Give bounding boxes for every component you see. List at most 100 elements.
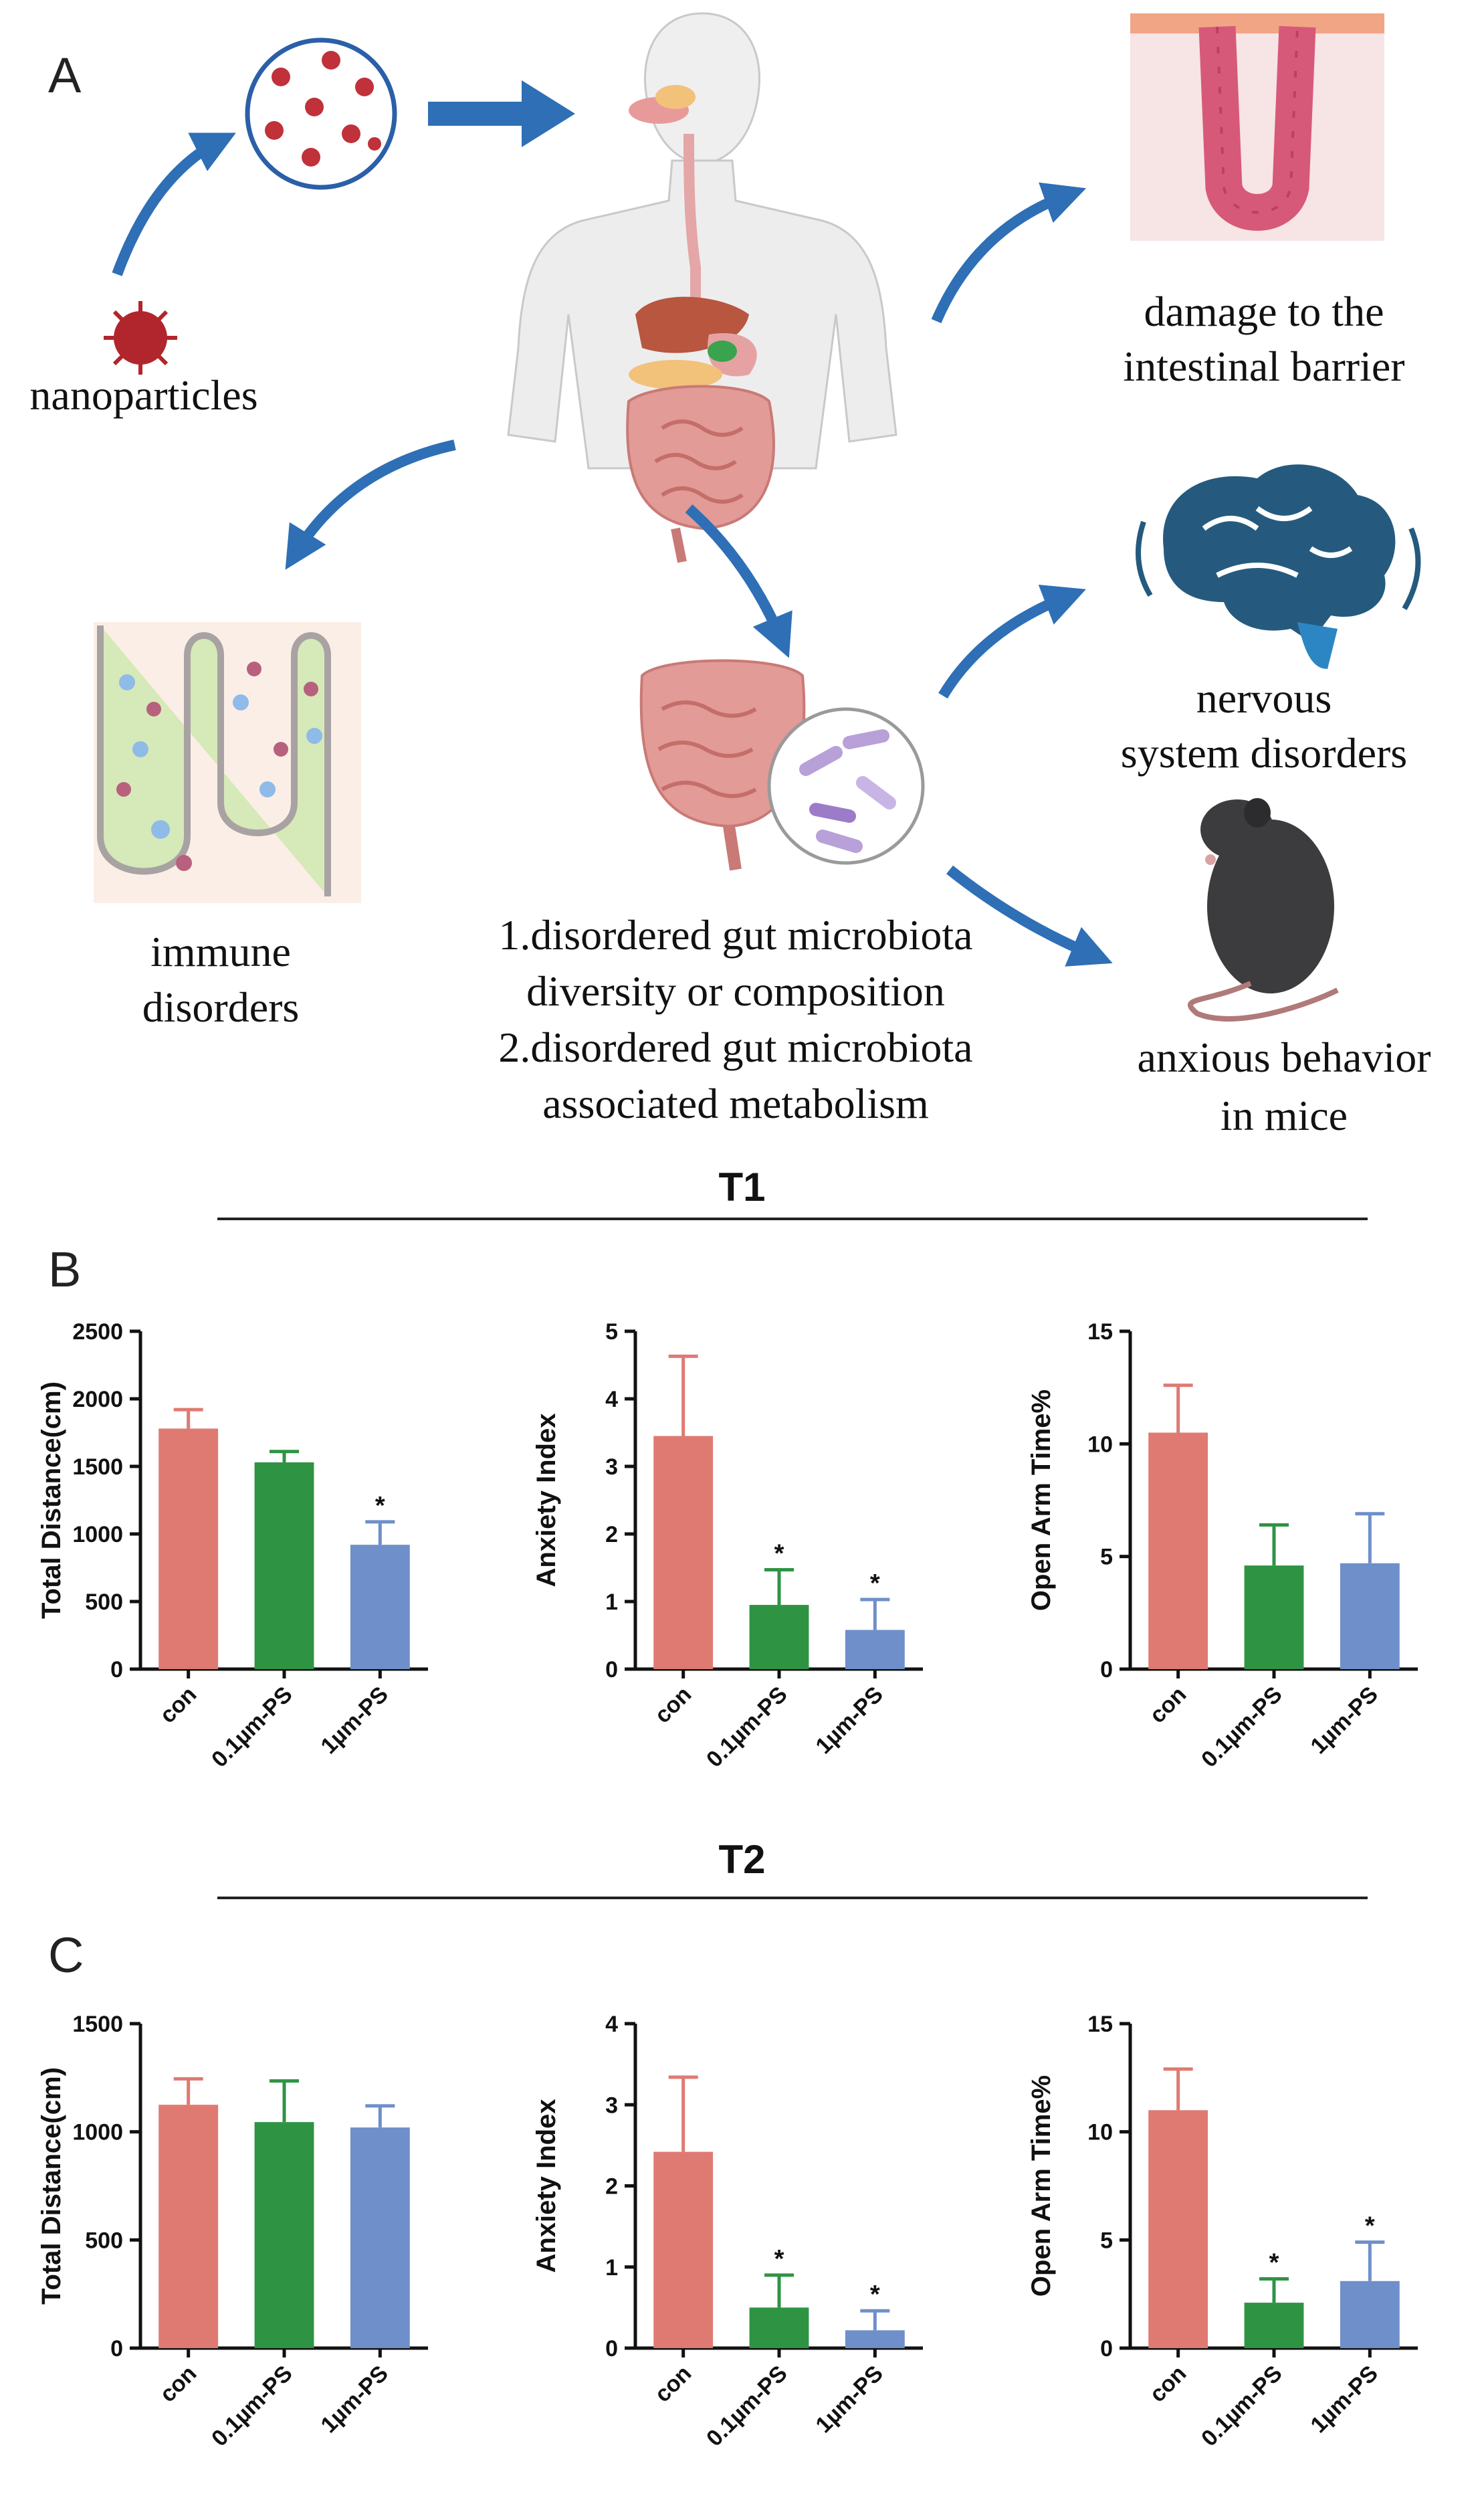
- label-barrier-line2: intestinal barrier: [1123, 343, 1405, 390]
- y-tick-label: 1: [605, 2255, 618, 2281]
- x-tick-label: 0.1µm-PS: [207, 1682, 298, 1773]
- label-microbiota-line1: 1.disordered gut microbiota: [498, 911, 973, 959]
- arrow-to-particles-icon: [112, 132, 236, 276]
- x-tick-label: 1µm-PS: [811, 2361, 888, 2438]
- y-tick-label: 0: [1100, 2336, 1113, 2361]
- label-microbiota-line2: diversity or composition: [526, 967, 945, 1015]
- bar: [845, 2330, 905, 2348]
- bar: [845, 1630, 905, 1669]
- x-tick-label: con: [155, 1682, 202, 1729]
- y-tick-label: 4: [605, 1387, 618, 1412]
- y-axis-label: Anxiety Index: [532, 1413, 561, 1587]
- y-tick-label: 1500: [72, 1454, 123, 1480]
- panel-a-letter: A: [48, 47, 82, 103]
- y-tick-label: 500: [85, 1589, 123, 1615]
- label-anxious-line2: in mice: [1220, 1092, 1348, 1139]
- y-axis-label: Total Distance(cm): [37, 1381, 66, 1619]
- label-nervous-line1: nervous: [1196, 674, 1332, 722]
- x-tick-label: 1µm-PS: [1305, 1682, 1383, 1759]
- label-immune-line2: disorders: [142, 983, 300, 1031]
- panel-b-divider: [217, 1218, 1368, 1220]
- y-tick-label: 15: [1087, 1319, 1113, 1345]
- intestine-microbiota-icon: [639, 659, 925, 871]
- intestinal-barrier-icon: [1130, 13, 1384, 241]
- y-tick-label: 5: [605, 1319, 618, 1345]
- y-tick-label: 2500: [72, 1319, 123, 1345]
- bar: [1244, 1565, 1304, 1669]
- bar: [350, 2127, 410, 2348]
- nanoparticle-icon: [104, 301, 177, 375]
- villi-immune-icon: [94, 622, 361, 903]
- significance-marker: *: [774, 2245, 784, 2273]
- y-tick-label: 1500: [72, 2012, 123, 2037]
- panel-a-illustration: [94, 12, 1421, 1022]
- bar: [653, 2151, 714, 2348]
- y-tick-label: 3: [605, 2093, 618, 2118]
- x-tick-label: con: [1145, 1682, 1192, 1729]
- arrow-to-barrier-icon: [931, 182, 1087, 324]
- y-tick-label: 1: [605, 1589, 618, 1615]
- bar: [1148, 1432, 1208, 1669]
- y-tick-label: 1000: [72, 1522, 123, 1547]
- bar: [158, 2105, 219, 2348]
- significance-marker: *: [870, 1569, 880, 1598]
- y-tick-label: 2: [605, 1522, 618, 1547]
- x-tick-label: 0.1µm-PS: [207, 2361, 298, 2452]
- bar: [1340, 2281, 1400, 2348]
- bar: [254, 1462, 314, 1669]
- bar: [350, 1545, 410, 1669]
- arrow-to-mouse-icon: [946, 865, 1113, 967]
- significance-marker: *: [774, 1540, 784, 1568]
- y-tick-label: 15: [1087, 2012, 1113, 2037]
- x-tick-label: 0.1µm-PS: [1196, 1682, 1287, 1773]
- panel-b-title: T1: [718, 1165, 766, 1210]
- y-tick-label: 0: [605, 2336, 618, 2361]
- bar: [749, 2307, 809, 2348]
- brain-icon: [1136, 464, 1421, 669]
- y-axis-label: Total Distance(cm): [37, 2067, 66, 2305]
- label-nervous-line2: system disorders: [1120, 729, 1408, 777]
- bar: [653, 1436, 714, 1669]
- mouse-icon: [1187, 798, 1339, 1022]
- y-tick-label: 4: [605, 2012, 618, 2037]
- label-microbiota-line3: 2.disordered gut microbiota: [498, 1024, 973, 1071]
- y-tick-label: 10: [1087, 1432, 1113, 1457]
- y-tick-label: 1000: [72, 2120, 123, 2145]
- significance-marker: *: [1365, 2212, 1375, 2240]
- bar: [1148, 2110, 1208, 2348]
- label-immune-line1: immune: [150, 928, 291, 975]
- significance-marker: *: [870, 2281, 880, 2309]
- y-axis-label: Open Arm Time%: [1027, 1389, 1056, 1611]
- y-axis-label: Open Arm Time%: [1027, 2075, 1056, 2297]
- label-nanoparticles: nanoparticles: [29, 371, 258, 419]
- y-tick-label: 10: [1087, 2120, 1113, 2145]
- panel-b-letter: B: [48, 1242, 82, 1297]
- arrow-to-microbiota-icon: [685, 504, 792, 658]
- y-tick-label: 2: [605, 2174, 618, 2200]
- x-tick-label: 0.1µm-PS: [1196, 2361, 1287, 2452]
- y-tick-label: 5: [1100, 2228, 1113, 2253]
- panel-c-title: T2: [718, 1837, 766, 1882]
- arrow-to-immune-icon: [285, 440, 456, 570]
- x-tick-label: 1µm-PS: [1305, 2361, 1383, 2438]
- panel-c-divider: [217, 1897, 1368, 1899]
- y-tick-label: 500: [85, 2228, 123, 2253]
- x-tick-label: 0.1µm-PS: [702, 2361, 792, 2452]
- y-tick-label: 5: [1100, 1545, 1113, 1570]
- x-tick-label: con: [1145, 2361, 1192, 2408]
- significance-marker: *: [1269, 2249, 1279, 2277]
- human-body-icon: [507, 12, 897, 563]
- y-tick-label: 0: [110, 2336, 123, 2361]
- y-tick-label: 2000: [72, 1387, 123, 1412]
- panel-c-letter: C: [48, 1927, 84, 1983]
- y-tick-label: 3: [605, 1454, 618, 1480]
- x-tick-label: con: [155, 2361, 202, 2408]
- x-tick-label: con: [650, 1682, 697, 1729]
- bar: [158, 1428, 219, 1669]
- bar: [254, 2122, 314, 2348]
